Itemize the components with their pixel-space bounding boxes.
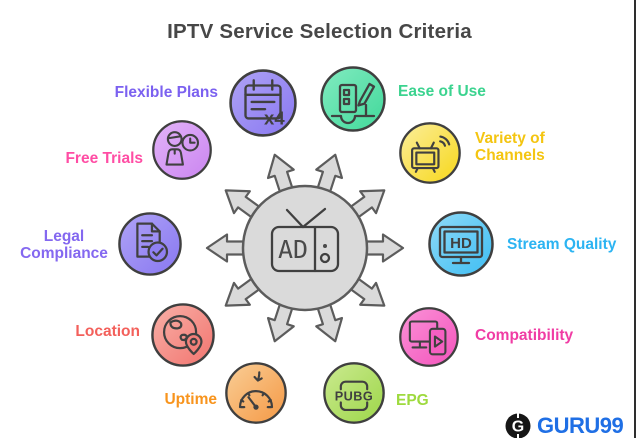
person-clock-icon (152, 120, 212, 180)
compatibility-label: Compatibility (475, 327, 574, 344)
flexible-plans-label: Flexible Plans (114, 84, 218, 101)
calendar-x4-icon: x4 (229, 69, 297, 137)
globe-pin-icon (151, 303, 215, 367)
hub-burst: AD (205, 148, 405, 353)
x4-label: x4 (264, 108, 285, 129)
node-stream-quality: HD (427, 210, 495, 278)
tablet-pencil-icon (320, 66, 386, 132)
stream-quality-label: Stream Quality (507, 236, 617, 253)
pubg-brackets-icon: PUBG (323, 362, 385, 424)
node-flexible-plans: x4 (228, 68, 298, 138)
location-label: Location (75, 323, 140, 340)
uptime-label: Uptime (164, 391, 217, 408)
ease-of-use-label: Ease of Use (398, 83, 486, 100)
epg-label: EPG (396, 392, 429, 409)
guru99-logo-icon: G (505, 413, 531, 438)
ad-label: AD (278, 235, 308, 264)
guru99-brand: G GURU99 (504, 412, 624, 438)
pubg-label: PUBG (335, 390, 374, 404)
node-epg: PUBG (322, 361, 386, 425)
gauge-arrow-icon (225, 362, 287, 424)
brand-wordmark: GURU99 (537, 413, 624, 438)
ad-tv-icon: AD (270, 207, 340, 273)
legal-compliance-label: Legal Compliance (20, 228, 108, 263)
page-title: IPTV Service Selection Criteria (167, 20, 472, 43)
free-trials-label: Free Trials (65, 150, 143, 167)
logo-letter: G (512, 419, 524, 436)
node-location (150, 302, 216, 368)
right-border-line (634, 0, 636, 438)
node-ease-of-use (319, 65, 387, 133)
node-variety-of-channels (398, 121, 462, 185)
node-free-trials (151, 119, 213, 181)
hd-label: HD (450, 235, 472, 252)
node-compatibility (398, 306, 460, 368)
radiating-arrows: AD (205, 153, 405, 343)
node-uptime (224, 361, 288, 425)
variety-of-channels-label: Variety of Channels (475, 130, 545, 165)
document-check-icon (118, 212, 182, 276)
node-legal-compliance (117, 211, 183, 277)
devices-play-icon (399, 307, 459, 367)
tv-signal-icon (399, 122, 461, 184)
hd-monitor-icon: HD (428, 211, 494, 277)
